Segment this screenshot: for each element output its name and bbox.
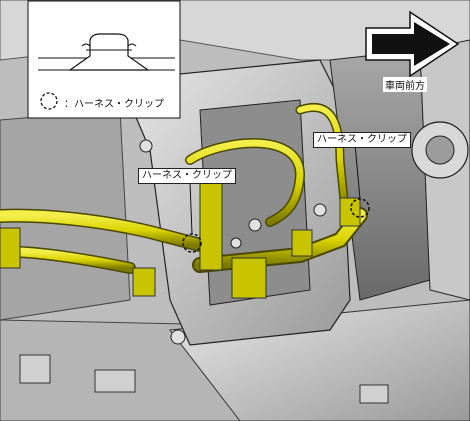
panel-hole-center [94, 369, 136, 393]
bolt [313, 203, 327, 217]
harness-connector [132, 267, 156, 297]
harness-connector [0, 227, 21, 269]
leader-line-left [189, 181, 193, 235]
legend-label: ：ハーネス・クリップ [64, 99, 164, 110]
harness-connector [231, 257, 267, 299]
direction-label: 車両前方 [383, 77, 427, 92]
harness-upper-loop [186, 139, 304, 226]
round-component-center [425, 135, 455, 165]
harness-right-riser [297, 104, 348, 213]
harness-connector [199, 179, 223, 271]
right-arrow-icon [365, 10, 460, 78]
harness-connector [339, 197, 361, 227]
bolt [248, 218, 262, 232]
harness-connector [291, 229, 313, 257]
clip-detail-drawing [38, 33, 175, 71]
bolt [230, 237, 242, 249]
dashed-circle-icon [40, 92, 58, 110]
bolt [139, 139, 153, 153]
harness-left-run [0, 210, 206, 251]
callout-left: ハーネス・クリップ [138, 168, 236, 184]
bolt [170, 329, 186, 345]
leader-line-right [354, 143, 361, 200]
panel-hole-left [19, 354, 51, 384]
callout-right: ハーネス・クリップ [313, 132, 411, 148]
panel-hole-right [359, 384, 389, 404]
